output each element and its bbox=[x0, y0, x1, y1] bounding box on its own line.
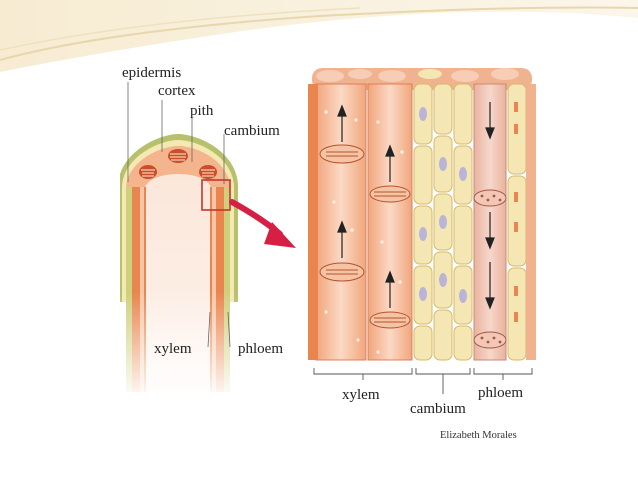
label-cortex: cortex bbox=[158, 83, 196, 99]
label-phloem-right: phloem bbox=[478, 385, 523, 401]
label-cambium-right: cambium bbox=[410, 401, 466, 417]
magnify-arrow bbox=[229, 199, 296, 248]
label-leader-lines bbox=[127, 82, 231, 348]
label-epidermis: epidermis bbox=[122, 65, 182, 81]
stem-illustration bbox=[120, 68, 536, 402]
stem-cross-section bbox=[120, 134, 240, 402]
label-xylem-left: xylem bbox=[154, 341, 192, 357]
label-pith: pith bbox=[190, 103, 214, 119]
illustration-credit: Elizabeth Morales bbox=[440, 430, 517, 441]
label-xylem-right: xylem bbox=[342, 387, 380, 403]
magnified-tissue bbox=[308, 68, 536, 361]
tissue-brackets bbox=[313, 368, 533, 394]
label-phloem-left: phloem bbox=[238, 341, 283, 357]
stem-diagram-panel: epidermis cortex pith cambium xylem phlo… bbox=[120, 62, 550, 450]
label-cambium-left: cambium bbox=[224, 123, 280, 139]
